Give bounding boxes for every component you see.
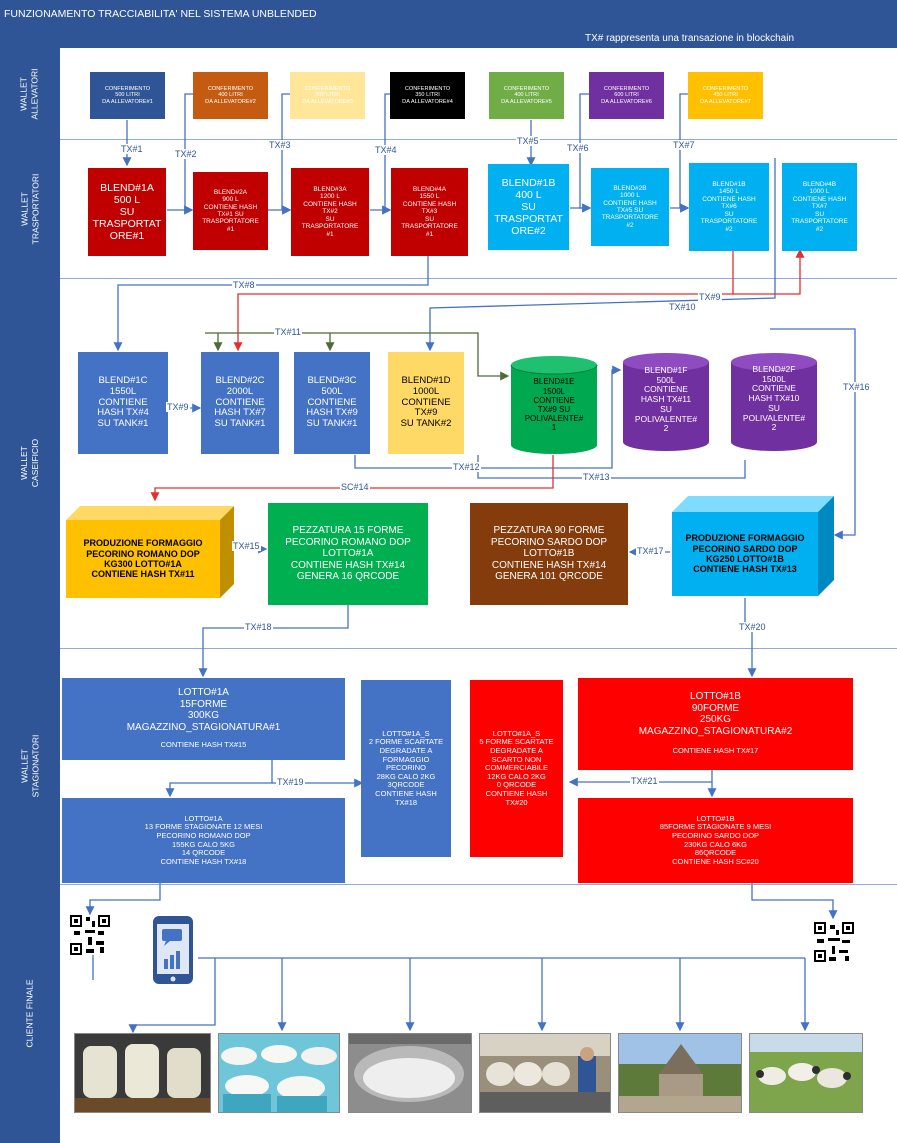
produzione-sardo-label: PRODUZIONE FORMAGGIO PECORINO SARDO DOP … bbox=[685, 533, 805, 575]
tx-label: TX#7 bbox=[672, 140, 696, 150]
milking-parlor-image bbox=[480, 1034, 610, 1112]
blend-1d: BLEND#1D 1000L CONTIENE TX#9 SU TANK#2 bbox=[388, 352, 464, 454]
conferimento-allevatore-6: CONFERIMENTO 600 LITRI DA ALLEVATORE#6 bbox=[589, 72, 664, 119]
tx-label: TX#20 bbox=[738, 622, 767, 632]
lotto-1b-label: LOTTO#1B 90FORME 250KG MAGAZZINO_STAGION… bbox=[638, 691, 793, 737]
sheep-flock-image bbox=[750, 1034, 862, 1112]
cylinder-shape bbox=[731, 353, 817, 451]
lane-divider bbox=[60, 139, 897, 140]
sheep-flock-photo bbox=[749, 1033, 863, 1113]
lotto-1b-final: LOTTO#1B 85FORME STAGIONATE 9 MESI PECOR… bbox=[578, 798, 853, 883]
lane-divider bbox=[60, 884, 897, 885]
qr-code-graphic bbox=[814, 922, 854, 962]
blend-1f-label: BLEND#1F 500L CONTIENE HASH TX#11 SU POL… bbox=[634, 364, 698, 434]
cube-shape bbox=[66, 506, 234, 598]
lotto-1a-final: LOTTO#1A 13 FORME STAGIONATE 12 MESI PEC… bbox=[62, 798, 345, 883]
lotto-1a-s-scarto-rosso: LOTTO#1A_S 5 FORME SCARTATE DEGRADATE A … bbox=[470, 680, 563, 857]
tx-label: TX#9 bbox=[166, 402, 190, 412]
tx-label: TX#8 bbox=[232, 280, 256, 290]
dairy-vat-photo bbox=[348, 1033, 472, 1113]
ricotta-baskets-image bbox=[219, 1034, 339, 1112]
produzione-romano-label: PRODUZIONE FORMAGGIO PECORINO ROMANO DOP… bbox=[83, 538, 203, 580]
cylinder-shape bbox=[510, 356, 598, 454]
blend-1e-label: BLEND#1E 1500L CONTIENE TX#9 SU POLIVALE… bbox=[524, 377, 584, 433]
tx-label: TX#10 bbox=[668, 302, 697, 312]
tx-label: TX#4 bbox=[374, 145, 398, 155]
lane-allevatori: WALLET ALLEVATORI bbox=[0, 48, 60, 139]
conferimento-allevatore-3: CONFERIMENTO 300 LITRI DA ALLEVATORE#3 bbox=[290, 72, 365, 119]
tx-label: TX#19 bbox=[276, 777, 305, 787]
milking-parlor-photo bbox=[479, 1033, 611, 1113]
blend-2c: BLEND#2C 2000L CONTIENE HASH TX#7 SU TAN… bbox=[201, 352, 279, 454]
tx-label: TX#16 bbox=[842, 382, 871, 392]
lotto-1a-box: LOTTO#1A 15FORME 300KG MAGAZZINO_STAGION… bbox=[62, 678, 345, 760]
blend-2a: BLEND#2A 900 L CONTIENE HASH TX#1 SU TRA… bbox=[193, 172, 268, 250]
qr-code-graphic bbox=[70, 915, 110, 955]
header-bar bbox=[0, 0, 897, 48]
tx-label: TX#3 bbox=[268, 140, 292, 150]
tx-label: TX#2 bbox=[174, 149, 198, 159]
qr-code-icon bbox=[814, 922, 854, 962]
tx-label: TX#5 bbox=[516, 136, 540, 146]
tx-label: TX#11 bbox=[274, 327, 302, 337]
blend-4a: BLEND#4A 1550 L CONTIENE HASH TX#3 SU TR… bbox=[391, 168, 468, 256]
blend-4b: BLEND#4B 1000 L CONTIENE HASH TX#7 SU TR… bbox=[782, 163, 857, 251]
smartphone-chart-icon bbox=[152, 915, 194, 985]
blend-1e-cylinder: BLEND#1E 1500L CONTIENE TX#9 SU POLIVALE… bbox=[510, 355, 598, 455]
tx-label: SC#14 bbox=[340, 482, 370, 492]
smartphone-graphic bbox=[153, 916, 193, 984]
lotto-1a-label: LOTTO#1A 15FORME 300KG MAGAZZINO_STAGION… bbox=[126, 687, 281, 733]
tx-label: TX#12 bbox=[452, 462, 481, 472]
tx-label: TX#9 bbox=[698, 292, 722, 302]
lotto-1b-box: LOTTO#1B 90FORME 250KG MAGAZZINO_STAGION… bbox=[578, 678, 853, 770]
tx-label: TX#21 bbox=[630, 776, 659, 786]
produzione-romano-cube: PRODUZIONE FORMAGGIO PECORINO ROMANO DOP… bbox=[66, 506, 236, 598]
tx-label: TX#6 bbox=[566, 143, 590, 153]
blend-3c: BLEND#3C 500L CONTIENE HASH TX#9 SU TANK… bbox=[294, 352, 370, 454]
conferimento-allevatore-5: CONFERIMENTO 400 LITRI DA ALLEVATORE#5 bbox=[489, 72, 564, 119]
dairy-vat-image bbox=[349, 1034, 471, 1112]
lane-caseificio: WALLET CASEIFICIO bbox=[0, 278, 60, 648]
blend-3a: BLEND#3A 1200 L CONTIENE HASH TX#2 SU TR… bbox=[291, 168, 369, 256]
produzione-sardo-cube: PRODUZIONE FORMAGGIO PECORINO SARDO DOP … bbox=[672, 496, 836, 596]
lane-stagionatori: WALLET STAGIONATORI bbox=[0, 648, 60, 884]
lane-divider bbox=[60, 278, 897, 279]
blend-1b: BLEND#1B 400 L SU TRASPORTAT ORE#2 bbox=[488, 164, 569, 250]
conferimento-allevatore-7: CONFERIMENTO 450 LITRI DA ALLEVATORE#7 bbox=[688, 72, 763, 119]
cheese-wheels-photo bbox=[74, 1033, 211, 1113]
lane-trasportatori: WALLET TRASPORTATORI bbox=[0, 139, 60, 278]
tx-label: TX#18 bbox=[244, 622, 273, 632]
conferimento-allevatore-2: CONFERIMENTO 400 LITRI DA ALLEVATORE#2 bbox=[193, 72, 268, 119]
tx-label: TX#15 bbox=[232, 541, 261, 551]
cylinder-shape bbox=[623, 353, 709, 451]
stone-hut-photo bbox=[618, 1033, 742, 1113]
blend-1b-2: BLEND#1B 1450 L CONTIENE HASH TX#6 SU TR… bbox=[689, 163, 769, 251]
tx-label: TX#17 bbox=[636, 546, 665, 556]
lane-cliente-finale: CLIENTE FINALE bbox=[0, 884, 60, 1143]
qr-code-icon bbox=[70, 915, 110, 955]
blend-1c: BLEND#1C 1550L CONTIENE HASH TX#4 SU TAN… bbox=[78, 352, 168, 454]
stone-hut-image bbox=[619, 1034, 741, 1112]
cube-shape bbox=[672, 496, 834, 596]
lotto-1a-hash: CONTIENE HASH TX#15 bbox=[160, 739, 247, 749]
tx-label: TX#13 bbox=[582, 472, 611, 482]
blend-1a: BLEND#1A 500 L SU TRASPORTAT ORE#1 bbox=[88, 168, 166, 256]
pezzatura-sardo: PEZZATURA 90 FORME PECORINO SARDO DOP LO… bbox=[470, 503, 628, 605]
blend-2b: BLEND#2B 1000 L CONTIENE HASH TX#5 SU TR… bbox=[591, 168, 669, 246]
blend-2f-label: BLEND#2F 1500L CONTIENE HASH TX#10 SU PO… bbox=[742, 363, 806, 433]
lotto-1a-s-scarto: LOTTO#1A_S 2 FORME SCARTATE DEGRADATE A … bbox=[361, 680, 451, 857]
tx-label: TX#1 bbox=[120, 144, 144, 154]
blend-2f-cylinder: BLEND#2F 1500L CONTIENE HASH TX#10 SU PO… bbox=[730, 352, 818, 452]
pezzatura-romano: PEZZATURA 15 FORME PECORINO ROMANO DOP L… bbox=[268, 503, 428, 605]
blend-1f-cylinder: BLEND#1F 500L CONTIENE HASH TX#11 SU POL… bbox=[622, 352, 710, 452]
lotto-1b-hash: CONTIENE HASH TX#17 bbox=[672, 745, 759, 755]
ricotta-baskets-photo bbox=[218, 1033, 340, 1113]
diagram-subtitle: TX# rappresenta una transazione in block… bbox=[585, 33, 795, 44]
cheese-wheels-image bbox=[75, 1034, 210, 1112]
diagram-title: FUNZIONAMENTO TRACCIABILITA' NEL SISTEMA… bbox=[4, 8, 317, 20]
conferimento-allevatore-1: CONFERIMENTO 500 LITRI DA ALLEVATORE#1 bbox=[90, 72, 165, 119]
conferimento-allevatore-4: CONFERIMENTO 350 LITRI DA ALLEVATORE#4 bbox=[390, 72, 465, 119]
lane-divider bbox=[60, 648, 897, 649]
